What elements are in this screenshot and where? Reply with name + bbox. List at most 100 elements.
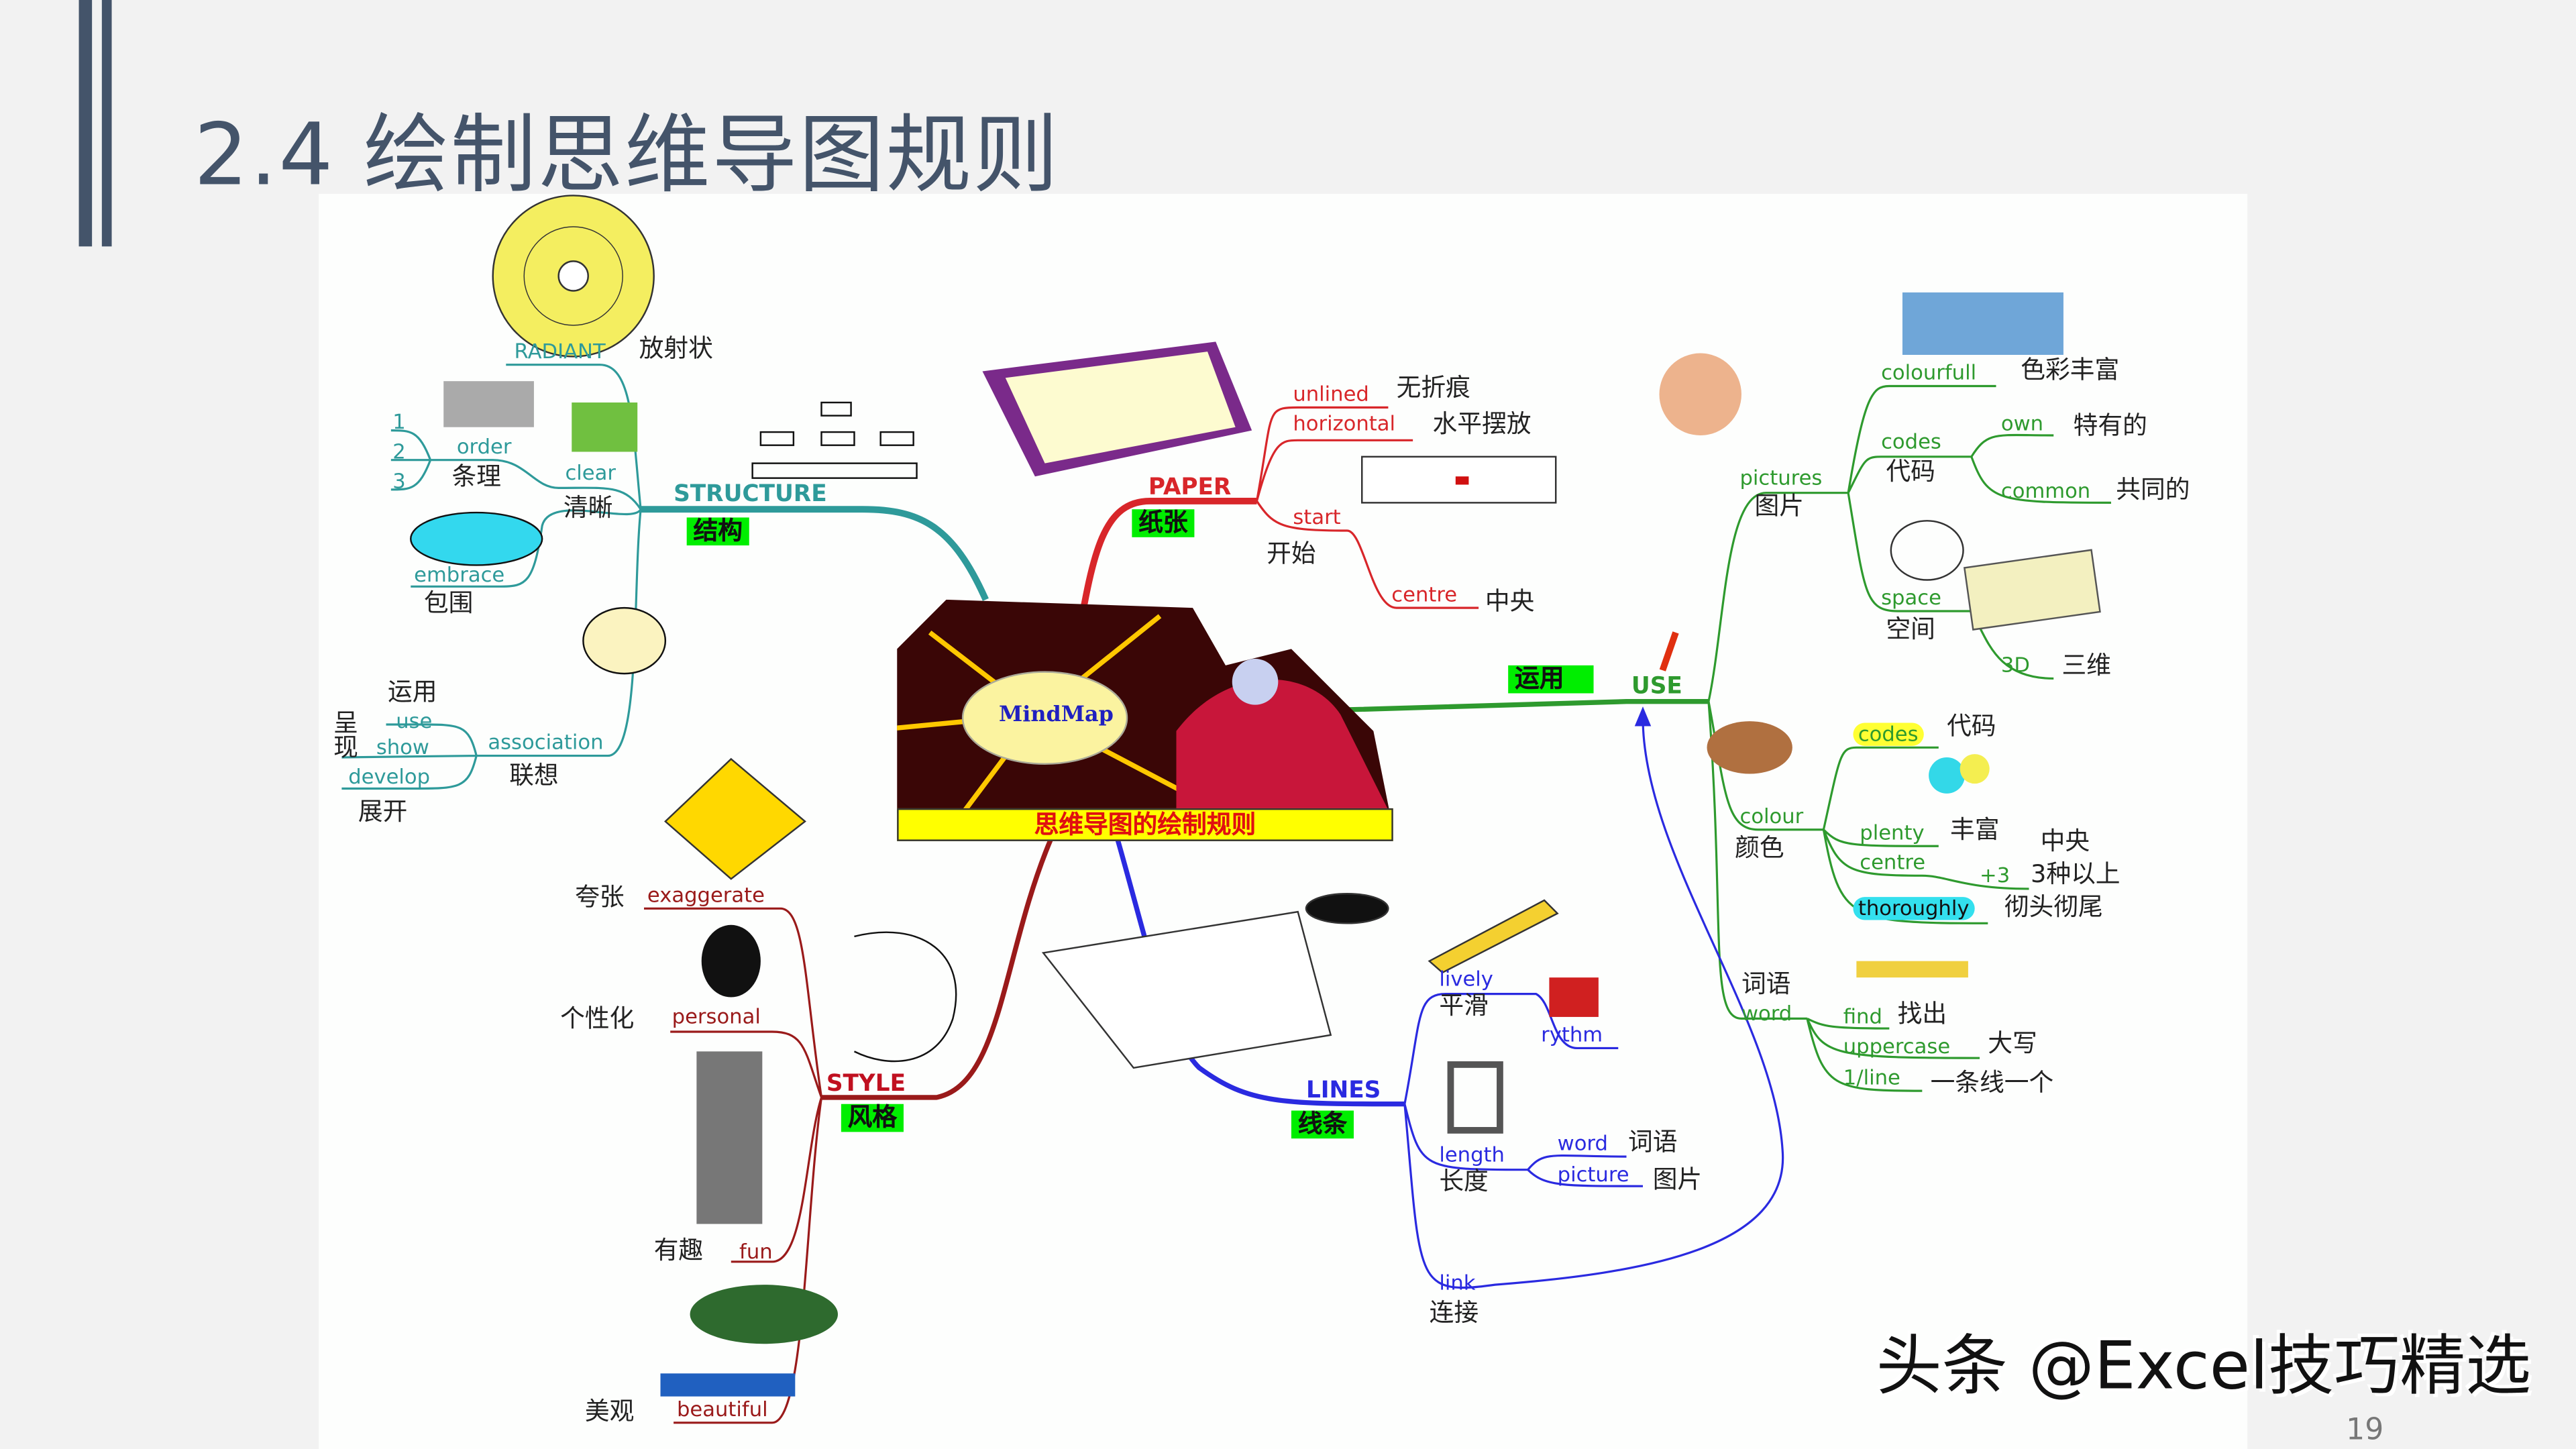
hierarchy-icon [751,401,918,479]
node-lively-cn: 平滑 [1439,990,1489,1020]
node-centre-cn: 中央 [1485,586,1535,616]
node-show-cn: 呈现 [333,708,358,763]
node-use-cn: 运用 [387,676,437,707]
ale-sign-icon [1963,549,2101,631]
paper-stack-icon [982,341,1252,477]
node-picture-cn: 图片 [1652,1165,1703,1195]
use-branches [1347,384,2111,1092]
cloud-icon [410,511,543,566]
center-title: 思维导图的绘制规则 [897,808,1393,841]
node-unlined: unlined [1293,381,1369,406]
node-association-cn: 联想 [509,760,559,790]
node-uppercase: uppercase [1843,1033,1951,1059]
node-link-cn: 连接 [1429,1297,1479,1328]
node-personal-cn: 个性化 [560,1004,635,1034]
node-show: show [376,734,429,759]
wire-head-icon [1890,520,1964,581]
node-start: start [1293,504,1341,529]
node-exaggerate-cn: 夸张 [575,882,625,912]
node-plus3: +3 [1980,862,2010,888]
watermark: 头条 @Excel技巧精选 [1876,1329,2532,1405]
puzzle-icon [572,402,638,452]
branch-style-cn: 风格 [841,1104,904,1132]
node-common-cn: 共同的 [2116,474,2190,504]
page-number: 19 [2346,1413,2384,1448]
node-own-cn: 特有的 [2073,411,2147,441]
slide-title: 2.4 绘制思维导图规则 [193,107,1061,206]
harbour-icon [1902,292,2063,355]
branch-paper: PAPER [1148,474,1232,501]
node-develop-cn: 展开 [358,796,408,826]
palette-icon [1707,721,1792,774]
node-3d: 3D [2000,652,2030,677]
node-radiant: RADIANT [514,338,606,364]
exclamation-icon [1659,631,1679,672]
radiant-icon [492,195,655,358]
center-image [897,599,1390,815]
node-beautiful-cn: 美观 [584,1396,635,1426]
node-link: link [1439,1270,1476,1295]
node-num-3: 3 [392,468,406,493]
clamp-icon [1447,1061,1503,1134]
node-pictures-cn: 图片 [1754,491,1805,521]
branch-use-cn: 运用 [1508,665,1594,694]
node-num-2: 2 [392,438,406,464]
drum-icon [1549,977,1599,1017]
node-lines-word-cn: 词语 [1627,1127,1678,1157]
node-own: own [2000,411,2044,435]
node-start-cn: 开始 [1267,539,1316,569]
node-thoroughly: thoroughly [1853,896,1974,920]
node-oneline: 1/line [1843,1064,1900,1089]
branch-style: STYLE [826,1071,906,1097]
node-space-cn: 空间 [1886,614,1935,645]
node-colour-codes-cn: 代码 [1947,711,1996,741]
node-beautiful: beautiful [676,1396,768,1421]
lines-branches [1114,718,1784,1289]
bricks-icon [443,381,534,427]
node-lively: lively [1439,966,1493,991]
node-plenty-cn: 丰富 [1949,814,2000,845]
node-space: space [1881,584,1941,610]
node-pictures: pictures [1739,465,1823,490]
branch-use: USE [1631,674,1682,700]
branch-structure: STRUCTURE [674,481,827,508]
node-colour-centre-cn: 中央 [2040,826,2090,856]
node-plus3-cn: 3种以上 [2030,859,2121,889]
node-common: common [2000,478,2091,503]
node-picture: picture [1557,1161,1629,1187]
node-use: use [396,708,433,733]
node-find: find [1843,1004,1882,1029]
node-plenty: plenty [1860,820,1925,845]
node-exaggerate: exaggerate [647,882,765,907]
style-branches [644,837,1054,1424]
node-oneline-cn: 一条线一个 [1930,1067,2054,1097]
node-find-cn: 找出 [1897,998,1947,1029]
node-thoroughly-cn: 彻头彻尾 [2004,892,2103,922]
node-unlined-cn: 无折痕 [1396,372,1470,403]
node-fun: fun [739,1238,773,1264]
node-colour-codes: codes [1853,722,1923,746]
accent-bar [78,0,93,247]
node-embrace: embrace [414,561,505,587]
businessman-icon [696,1051,763,1224]
branch-paper-cn: 纸张 [1132,508,1195,537]
node-word-cn: 词语 [1741,969,1791,999]
node-colour-cn: 颜色 [1735,833,1784,863]
node-colourfull: colourfull [1881,360,1977,385]
balloons-icon [1929,757,1966,794]
node-fun-cn: 有趣 [653,1235,704,1265]
node-order: order [456,433,512,459]
node-centre: centre [1391,581,1458,606]
node-length-cn: 长度 [1439,1166,1489,1196]
explosion-icon [664,757,806,880]
node-word: word [1741,1000,1792,1026]
branch-lines: LINES [1305,1077,1381,1104]
node-personal: personal [672,1004,761,1029]
node-horizontal-cn: 水平摆放 [1432,409,1532,439]
node-order-cn: 条理 [451,462,501,492]
node-num-1: 1 [392,409,406,434]
node-uppercase-cn: 大写 [1988,1028,2037,1059]
node-horizontal: horizontal [1293,411,1396,435]
